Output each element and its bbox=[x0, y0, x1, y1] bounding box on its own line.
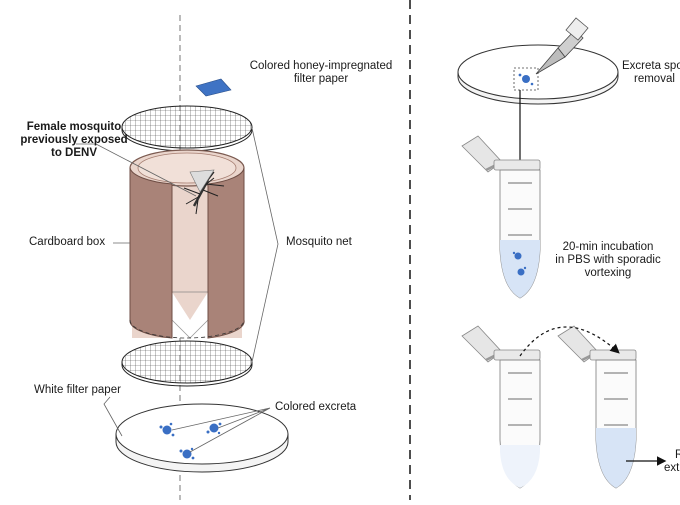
colored-filter-label: Colored honey-impregnated filter paper bbox=[246, 60, 396, 86]
excreta-removal-label-line-1: Excreta spo bbox=[622, 60, 680, 72]
tube-3 bbox=[557, 325, 637, 489]
excreta-spot-box bbox=[513, 67, 539, 91]
scalpel-icon bbox=[535, 17, 589, 75]
excreta-spot-removed bbox=[518, 73, 534, 86]
bottom-mosquito-net bbox=[121, 340, 253, 387]
colored-filter-label-line-1: Colored honey-impregnated bbox=[249, 60, 393, 72]
colored-filter-label-line-2: filter paper bbox=[293, 73, 349, 85]
honey-filter-paper bbox=[195, 78, 232, 97]
mosquito-icon bbox=[183, 169, 225, 215]
leader-lines bbox=[76, 127, 279, 453]
tube-1 bbox=[461, 135, 541, 299]
extraction-label-line-1: R bbox=[675, 449, 680, 461]
cardboard-box-label: Cardboard box bbox=[29, 236, 106, 248]
mosquito-net-label: Mosquito net bbox=[286, 236, 352, 248]
white-filter-label: White filter paper bbox=[34, 384, 121, 396]
incubation-label: 20-min incubation in PBS with sporadic v… bbox=[548, 241, 668, 280]
female-mosquito-label: Female mosquito previously exposed to DE… bbox=[8, 121, 140, 160]
extraction-label: R ext bbox=[664, 449, 680, 475]
cardboard-box bbox=[129, 149, 245, 339]
female-mosquito-label-line-1: Female mosquito bbox=[26, 121, 122, 133]
colored-excreta-label: Colored excreta bbox=[275, 401, 357, 413]
female-mosquito-label-line-2: previously exposed bbox=[20, 134, 128, 146]
top-mosquito-net bbox=[121, 105, 253, 152]
excreta-spots bbox=[159, 422, 222, 460]
tube-2 bbox=[461, 325, 541, 489]
excreta-removal-label-line-2: removal bbox=[634, 73, 675, 85]
incubation-label-line-3: vortexing bbox=[584, 267, 632, 279]
supernatant-transfer-arrow bbox=[519, 326, 620, 357]
excreta-removal-label: Excreta spo removal bbox=[622, 60, 680, 86]
female-mosquito-label-line-3: to DENV bbox=[51, 147, 97, 159]
extraction-label-line-2: ext bbox=[664, 462, 680, 474]
incubation-label-line-2: in PBS with sporadic bbox=[555, 254, 661, 266]
removal-filter-disc bbox=[457, 44, 619, 105]
white-filter-paper bbox=[115, 403, 289, 473]
incubation-label-line-1: 20-min incubation bbox=[562, 241, 654, 253]
